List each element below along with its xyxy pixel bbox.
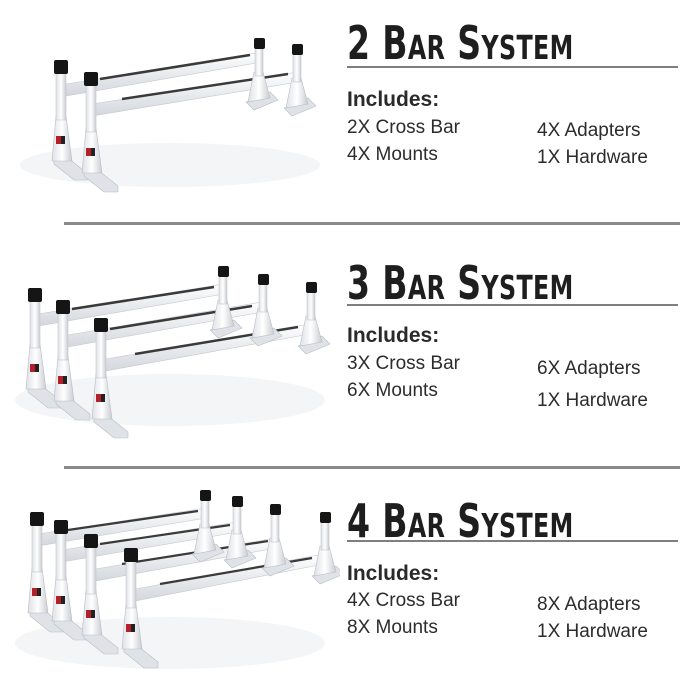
component-item: 6X Mounts [347,380,438,401]
section-heading: 2 BAR SYSTEM [347,16,574,70]
ladder-rack-2-bar-image [20,37,320,193]
ladder-rack-3-bar-image [15,265,331,439]
component-item: 4X Mounts [347,144,438,165]
includes-label: Includes: [347,562,440,585]
two-bar-system-section: 2 BAR SYSTEM Includes: 2X Cross Bar 4X M… [0,0,700,222]
section-divider [64,466,680,469]
component-item: 2X Cross Bar [347,117,460,138]
component-item: 1X Hardware [537,390,648,411]
includes-label: Includes: [347,324,440,347]
heading-underline [347,304,678,306]
ladder-rack-4-bar-image [15,489,340,669]
heading-underline [347,66,678,68]
component-item: 1X Hardware [537,147,648,168]
component-item: 3X Cross Bar [347,353,460,374]
section-heading: 4 BAR SYSTEM [347,494,574,548]
section-heading: 3 BAR SYSTEM [347,256,574,310]
four-bar-system-section: 4 BAR SYSTEM Includes: 4X Cross Bar 8X M… [0,478,700,700]
component-item: 8X Mounts [347,617,438,638]
component-item: 1X Hardware [537,621,648,642]
three-bar-system-section: 3 BAR SYSTEM Includes: 3X Cross Bar 6X M… [0,240,700,465]
component-item: 6X Adapters [537,358,641,379]
component-item: 4X Cross Bar [347,590,460,611]
heading-underline [347,540,678,542]
includes-label: Includes: [347,88,440,111]
section-divider [64,222,680,225]
component-item: 8X Adapters [537,594,641,615]
component-item: 4X Adapters [537,120,641,141]
